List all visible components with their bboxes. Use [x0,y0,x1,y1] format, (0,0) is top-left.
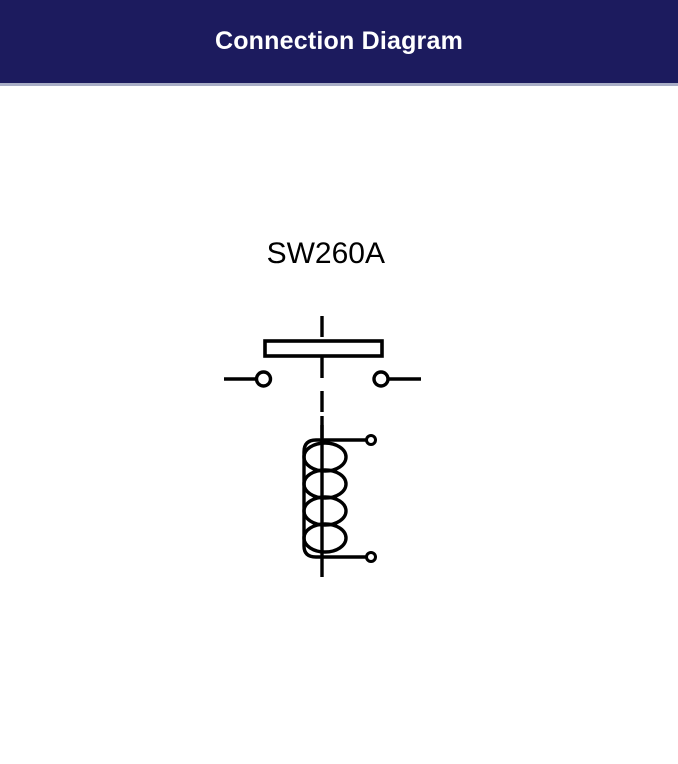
coil-top-terminal [365,434,377,446]
right-terminal-ring [372,370,390,388]
page-header: Connection Diagram [0,0,678,83]
coil-bottom-terminal [365,551,377,563]
coil-loop-1 [302,441,348,473]
left-terminal-ring [254,370,273,388]
device-label-truncated-suffix: A [364,237,385,270]
coil-loop-4 [302,522,348,554]
schematic-drawing [224,316,421,577]
switch-contact-bar [263,339,384,358]
coil-loop-2 [302,468,348,500]
page-title: Connection Diagram [214,27,464,55]
coil-winding-spine [302,438,368,559]
device-label: SW260A [200,234,385,274]
diagram-canvas: SW260A [0,86,678,678]
coil-loop-3 [302,495,348,527]
header-divider [0,83,678,86]
device-label-text: SW260 [266,237,365,270]
connection-diagram-page: Connection Diagram SW260A [0,0,678,678]
